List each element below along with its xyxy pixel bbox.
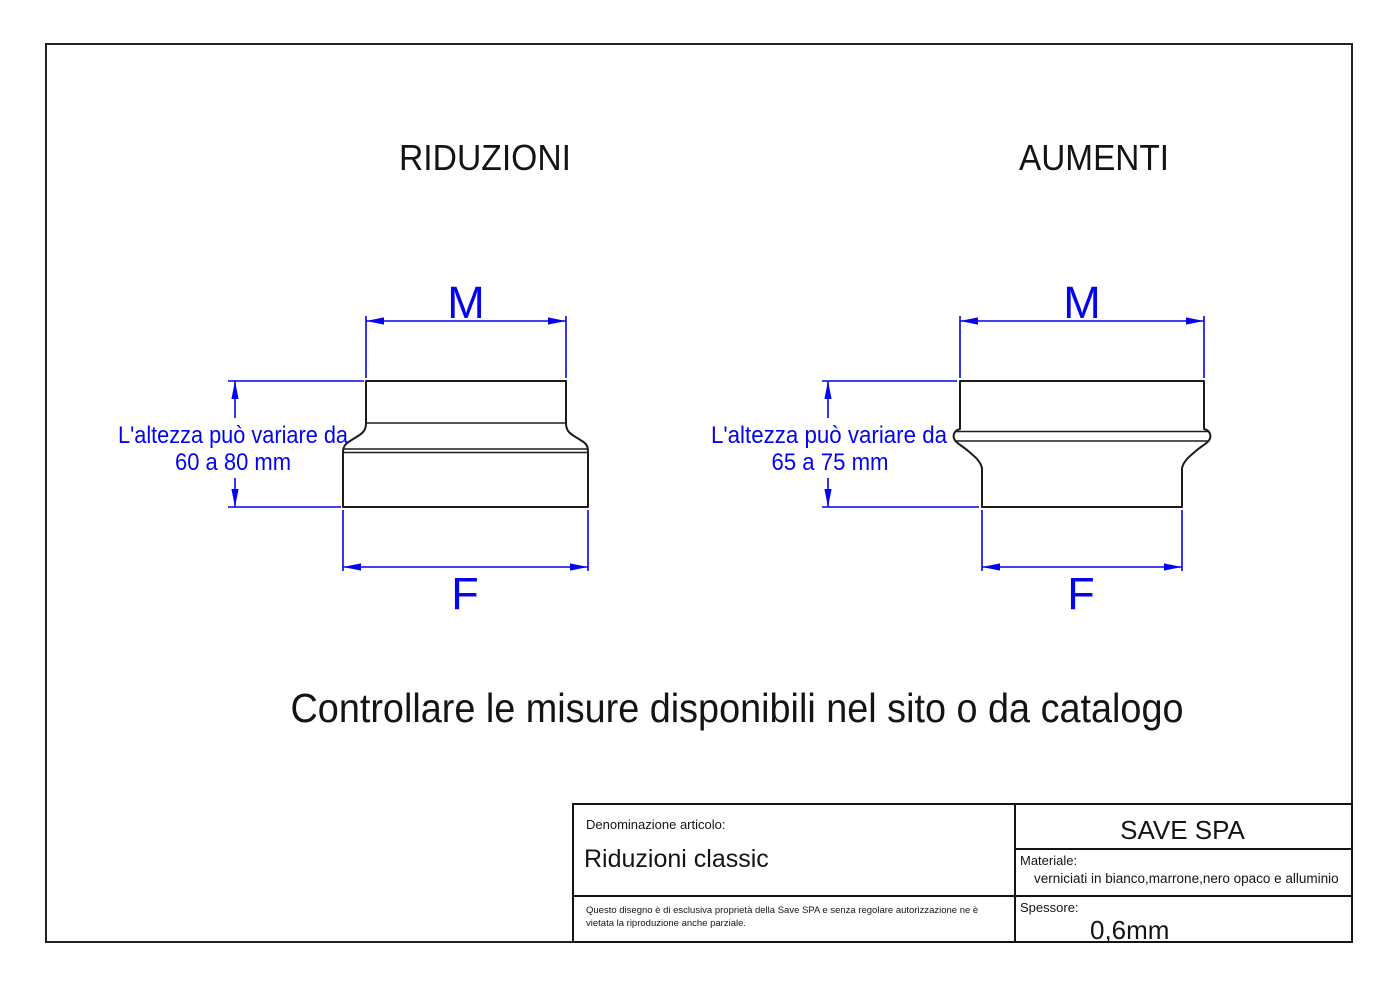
right-view-title: AUMENTI (1019, 137, 1169, 178)
left-height-arrow-down (231, 489, 239, 507)
left-m-arrow-left (366, 317, 384, 325)
left-f-label: F (451, 568, 479, 619)
right-f-extension-lines (981, 510, 1183, 571)
right-height-note-line2: 65 a 75 mm (772, 449, 889, 476)
thickness-value: 0,6mm (1090, 915, 1170, 945)
right-f-label: F (1067, 568, 1095, 619)
left-height-arrow-up (231, 381, 239, 399)
left-height-extension-lines (228, 380, 364, 508)
title-block-right-divider-2 (1014, 895, 1351, 897)
title-block-right-divider-1 (1014, 848, 1351, 850)
right-m-arrow-left (960, 317, 978, 325)
disclaimer-text: Questo disegno è di esclusiva proprietà … (586, 905, 979, 929)
thickness-label: Spessore: (1020, 900, 1079, 915)
left-f-extension-lines (342, 510, 589, 571)
company-name: SAVE SPA (1120, 815, 1245, 845)
reducer-inner-lines (343, 422, 588, 454)
right-height-arrow-up (824, 381, 832, 399)
left-view-title: RIDUZIONI (399, 137, 571, 178)
material-value: verniciati in bianco,marrone,nero opaco … (1034, 871, 1339, 886)
right-m-extension-lines (959, 316, 1205, 378)
right-height-extension-lines (822, 380, 979, 508)
right-height-arrow-down (824, 489, 832, 507)
left-m-arrow-right (548, 317, 566, 325)
increaser-bead-lines (955, 430, 1209, 442)
increase-view: AUMENTI M L'altezza può variare da 65 a … (711, 137, 1212, 619)
right-m-arrow-right (1186, 317, 1204, 325)
right-f-arrow-left (982, 563, 1000, 571)
increaser-outline (952, 380, 1212, 508)
left-height-note-line1: L'altezza può variare da (118, 422, 348, 449)
denomination-value: Riduzioni classic (584, 845, 769, 873)
material-label: Materiale: (1020, 853, 1078, 868)
reducer-outline (342, 380, 589, 508)
left-f-arrow-right (570, 563, 588, 571)
notice-text: Controllare le misure disponibili nel si… (291, 685, 1184, 731)
right-f-arrow-right (1164, 563, 1182, 571)
reduction-view: RIDUZIONI M L'altezza può variare da 60 … (118, 137, 589, 619)
right-m-label: M (1063, 277, 1101, 328)
title-block-left-divider (574, 895, 1016, 897)
left-m-label: M (447, 277, 485, 328)
left-height-note-line2: 60 a 80 mm (175, 449, 291, 476)
left-m-extension-lines (365, 316, 567, 378)
left-f-arrow-left (343, 563, 361, 571)
denomination-label: Denominazione articolo: (586, 817, 726, 832)
title-block: Denominazione articolo: Riduzioni classi… (572, 803, 1353, 945)
right-height-note-line1: L'altezza può variare da (711, 422, 947, 449)
title-block-vertical-divider (1014, 805, 1016, 941)
